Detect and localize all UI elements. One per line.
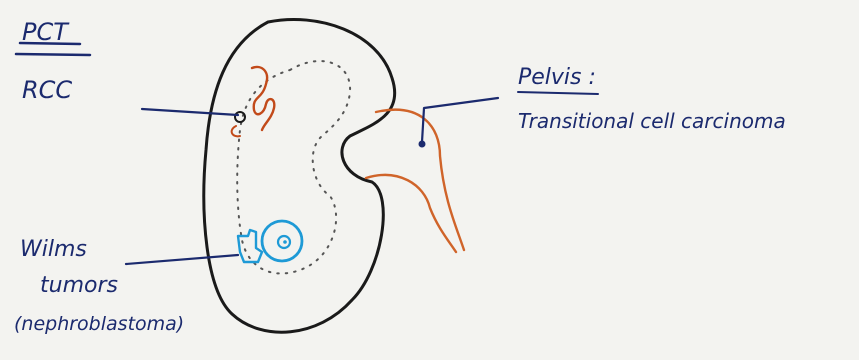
pelvis-title: Pelvis : xyxy=(518,65,596,90)
cortex-dotted-line xyxy=(237,61,350,273)
ureter-upper-line xyxy=(376,110,464,250)
wilms-tumor-outer xyxy=(262,221,302,261)
pct-label: PCT xyxy=(22,18,70,46)
pelvis-pointer-dot xyxy=(419,141,426,148)
nephron-tubule xyxy=(252,67,274,130)
nephron-loop xyxy=(232,126,240,136)
wilms-label-line1: Wilms xyxy=(20,237,87,262)
wilms-pointer-line xyxy=(126,255,238,264)
rcc-label: RCC xyxy=(22,76,72,104)
glomerulus xyxy=(235,112,245,122)
pelvis-underline xyxy=(518,92,598,94)
pct-rcc-divider xyxy=(16,54,90,55)
wilms-label-line3: (nephroblastoma) xyxy=(14,313,184,335)
pelvis-pointer-line xyxy=(422,98,498,142)
pelvis-description: Transitional cell carcinoma xyxy=(518,109,786,133)
rcc-pointer-line xyxy=(142,109,238,115)
wilms-label-line2: tumors xyxy=(40,273,118,298)
wilms-tumor-core xyxy=(283,240,287,244)
